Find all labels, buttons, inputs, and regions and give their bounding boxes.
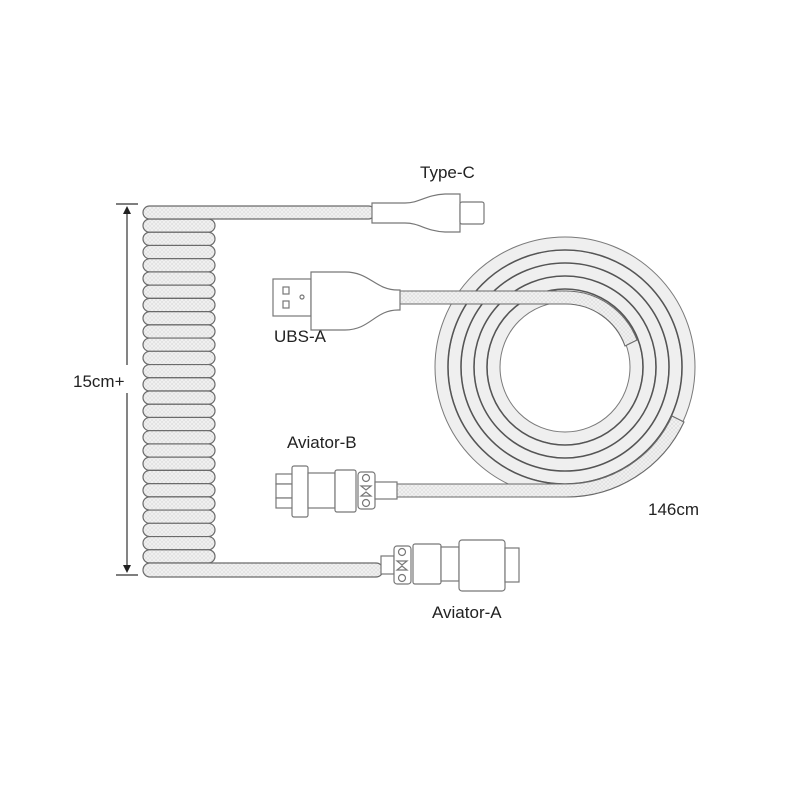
- coil-loop: [142, 535, 216, 551]
- coil-loop: [142, 324, 216, 339]
- usb-a-connector: [272, 271, 401, 331]
- coil-loop: [142, 469, 216, 485]
- coil-loop: [142, 403, 216, 419]
- type-c-connector: [371, 193, 485, 233]
- coil-loop: [142, 416, 216, 432]
- aviator-b-label: Aviator-B: [287, 433, 357, 452]
- coil-loop: [142, 297, 216, 313]
- usb-a-label: UBS-A: [274, 327, 326, 346]
- coil-loop: [142, 258, 216, 273]
- coil-loop: [142, 363, 216, 379]
- coil-loop: [142, 456, 216, 471]
- aviator-a-cable: [142, 562, 384, 578]
- coil-loop: [142, 549, 216, 564]
- coil-dimension-arrow: [116, 203, 138, 576]
- coil-loop: [142, 218, 216, 233]
- aviator-b-connector: [275, 465, 398, 518]
- coil-loop: [142, 271, 216, 286]
- coil-loop: [142, 311, 216, 326]
- coil-length-label: 15cm+: [73, 372, 125, 391]
- aviator-a-label: Aviator-A: [432, 603, 502, 622]
- coiled-cable-section: [142, 218, 216, 564]
- coil-loop: [142, 522, 216, 538]
- coil-loop: [142, 390, 216, 405]
- coil-loop: [142, 483, 216, 498]
- coil-loop: [142, 231, 216, 247]
- coil-loop: [142, 443, 216, 458]
- coil-loop: [142, 509, 216, 524]
- cable-coil-146cm: [434, 236, 696, 498]
- coil-loop: [142, 430, 216, 445]
- aviator-b-cable: [394, 415, 685, 498]
- coil-loop: [142, 350, 216, 366]
- coil-loop: [142, 337, 216, 352]
- coil-loop: [142, 377, 216, 392]
- coil-loop: [142, 284, 216, 299]
- coil-loop: [142, 496, 216, 511]
- usb-a-cable: [397, 290, 638, 347]
- aviator-a-connector: [380, 539, 520, 592]
- cable-length-label: 146cm: [648, 500, 700, 519]
- type-c-label: Type-C: [420, 163, 475, 182]
- coil-loop: [142, 244, 216, 260]
- type-c-cable: [142, 205, 376, 220]
